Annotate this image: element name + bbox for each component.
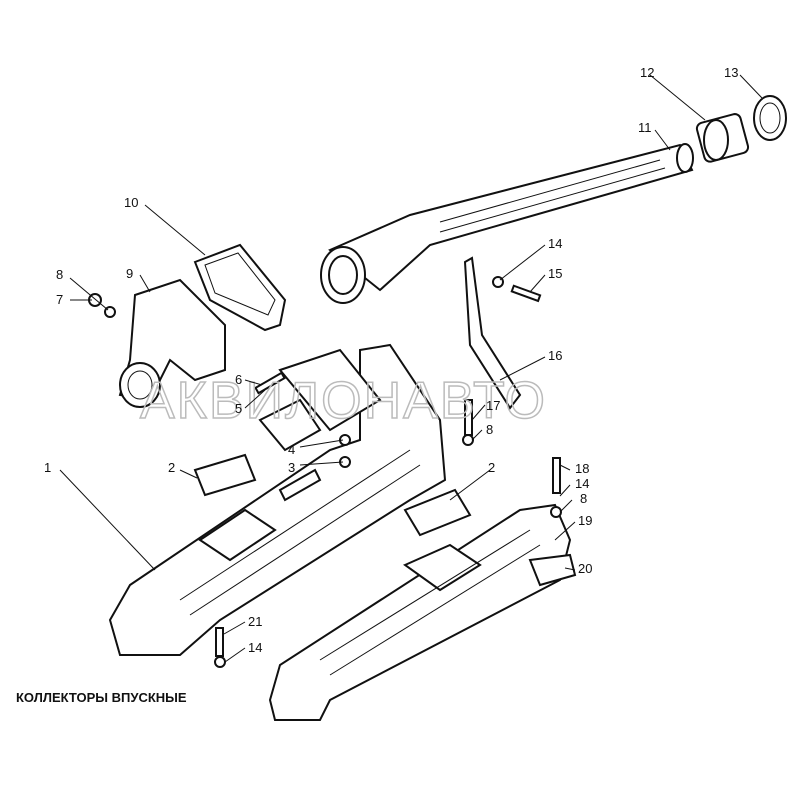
intake-pipe: [320, 143, 694, 304]
callout-7: 7: [56, 292, 63, 307]
callout-21: 21: [248, 614, 262, 629]
gasket: [403, 488, 472, 537]
callout-8: 8: [56, 267, 63, 282]
bolt: [215, 627, 224, 657]
manifold-left: [108, 343, 447, 656]
callout-19: 19: [578, 513, 592, 528]
washer: [214, 656, 226, 668]
callout-3: 3: [288, 460, 295, 475]
callout-13: 13: [724, 65, 738, 80]
clamp: [753, 95, 787, 141]
callout-9: 9: [126, 266, 133, 281]
callout-4: 4: [288, 442, 295, 457]
washer: [550, 506, 562, 518]
washer: [462, 434, 474, 446]
gasket: [193, 453, 257, 497]
callout-20: 20: [578, 561, 592, 576]
callout-2: 2: [168, 460, 175, 475]
bolt: [510, 284, 542, 303]
bolt: [552, 457, 561, 494]
callout-6: 6: [235, 372, 242, 387]
watermark: АКВИЛОНАВТО: [140, 372, 547, 430]
callout-10: 10: [124, 195, 138, 210]
callout-8: 8: [486, 422, 493, 437]
callout-12: 12: [640, 65, 654, 80]
callout-16: 16: [548, 348, 562, 363]
callout-15: 15: [548, 266, 562, 281]
callout-17: 17: [486, 398, 500, 413]
gasket: [193, 243, 287, 332]
callout-14: 14: [575, 476, 589, 491]
elbow-flange: [118, 278, 226, 408]
callout-1: 1: [44, 460, 51, 475]
hose: [695, 113, 750, 163]
callout-5: 5: [235, 401, 242, 416]
leader-lines: [59, 74, 763, 663]
diagram-caption: КОЛЛЕКТОРЫ ВПУСКНЫЕ: [16, 690, 187, 705]
callout-11: 11: [638, 120, 652, 135]
manifold-right: [268, 503, 577, 721]
callout-14: 14: [248, 640, 262, 655]
callout-18: 18: [575, 461, 589, 476]
callout-14: 14: [548, 236, 562, 251]
stud: [254, 371, 286, 395]
bracket: [463, 256, 522, 410]
callout-8: 8: [580, 491, 587, 506]
callout-2: 2: [488, 460, 495, 475]
